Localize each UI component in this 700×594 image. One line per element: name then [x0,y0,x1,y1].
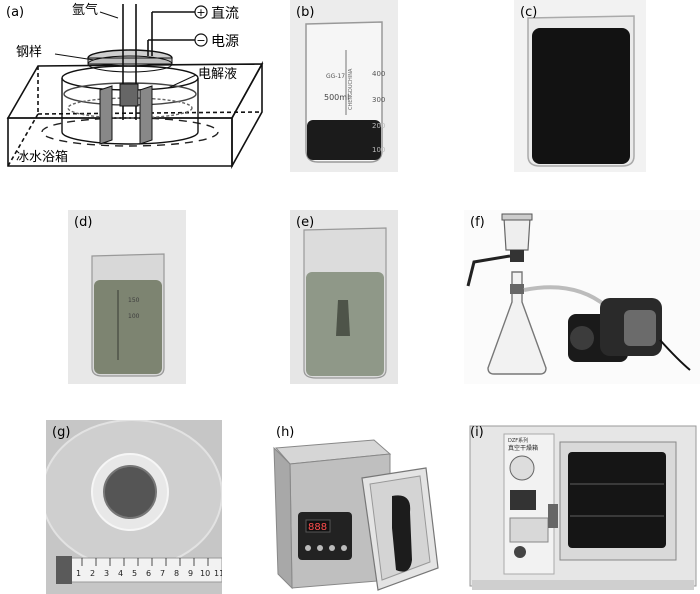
ruler-num-5: 5 [132,569,137,578]
beaker-volume: 500ml [324,93,349,102]
steel-sample-label: 钢样 [16,45,42,60]
ruler-ticks [81,558,209,566]
dc-label-bottom: 电源 [211,34,239,50]
ruler-num-2: 2 [90,569,95,578]
vacuum-oven-photo: DZF系列 真空干燥箱 (i) [464,420,700,594]
minus-terminal-icon [194,33,208,47]
steel-sample-electrodes [99,83,153,145]
ultrasonic-cleaner-photo: 888 (h) [270,420,442,594]
mark-150: 150 [128,297,140,304]
cleaner-display: 888 [308,522,327,533]
panel-e-photo: (e) [290,210,398,384]
panel-a-label: (a) [6,5,24,20]
ruler-numbers: 1 2 3 4 5 6 7 8 9 10 11 [76,569,222,578]
mark-200: 200 [372,122,385,130]
filter-membrane-photo: 1 2 3 4 5 6 7 8 9 10 11 (g) [46,420,222,594]
ruler-num-10: 10 [200,569,210,578]
panel-h-photo: 888 (h) [270,420,442,594]
beaker-photo-e: (e) [290,210,398,384]
panel-f-label: (f) [470,215,485,230]
panel-f-photo: (f) [464,210,700,384]
panel-c-label: (c) [520,5,537,20]
plus-sign: + [196,6,205,19]
oven-name: 真空干燥箱 [508,444,538,452]
panel-i-photo: DZF系列 真空干燥箱 (i) [464,420,700,594]
mark-300: 300 [372,96,385,104]
panel-c-photo: (c) [514,0,646,172]
panel-e-label: (e) [296,215,314,230]
minus-sign: − [196,34,205,47]
argon-label: 氩气 [72,2,98,18]
ruler-num-3: 3 [104,569,109,578]
electrolysis-schematic: + − (a) 氩气 直流 电源 钢样 电解液 冰水浴箱 [6,2,264,170]
panel-g-photo: 1 2 3 4 5 6 7 8 9 10 11 (g) [46,420,222,594]
panel-h-label: (h) [276,425,294,440]
mark-100: 100 [128,313,140,320]
vacuum-filtration-photo: (f) [464,210,700,384]
mark-100: 100 [372,146,385,154]
plus-terminal-icon [194,5,208,19]
beaker-model: GG-17 [326,73,345,80]
panel-i-label: (i) [470,425,484,440]
cell-lid [87,49,173,73]
ice-bath-label: 冰水浴箱 [16,149,68,165]
panel-d-photo: 150 100 (d) [68,210,186,384]
ruler-num-11: 11 [214,569,222,578]
beaker-photo-c: (c) [514,0,646,172]
beaker-photo-b: GG-17 500ml CHENGDUCHINA 400 300 200 100… [290,0,398,172]
ruler-num-6: 6 [146,569,151,578]
oven-brand: DZF系列 [508,437,528,444]
mark-400: 400 [372,70,385,78]
panel-a-schematic: + − (a) 氩气 直流 电源 钢样 电解液 冰水浴箱 [0,0,270,172]
ruler-num-1: 1 [76,569,81,578]
beaker-brand: CHENGDUCHINA [348,68,354,110]
panel-d-label: (d) [74,215,92,230]
dc-label-top: 直流 [211,5,239,22]
panel-b-photo: GG-17 500ml CHENGDUCHINA 400 300 200 100… [290,0,398,172]
ruler-num-8: 8 [174,569,179,578]
electrolyte-label: 电解液 [198,67,237,82]
panel-g-label: (g) [52,425,70,440]
ruler-num-7: 7 [160,569,165,578]
ruler-num-4: 4 [118,569,123,578]
panel-b-label: (b) [296,5,314,20]
beaker-photo-d: 150 100 (d) [68,210,186,384]
ruler-num-9: 9 [188,569,193,578]
